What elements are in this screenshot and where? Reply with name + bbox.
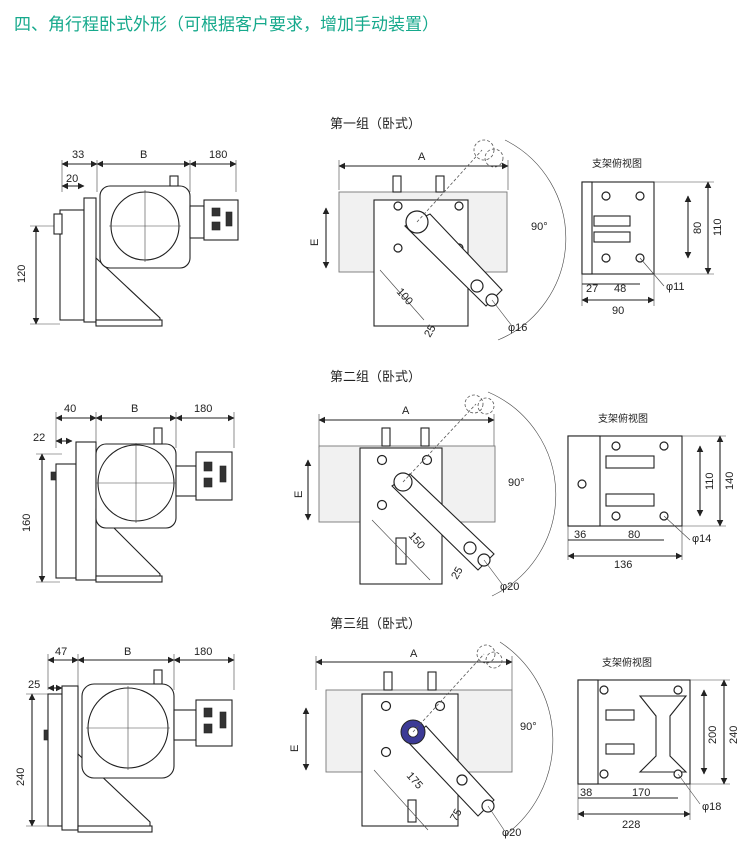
dim-w2: 80 [628, 529, 640, 541]
side-view: 47 B 180 25 240 [15, 646, 235, 833]
dim-end: 25 [422, 323, 439, 340]
dim-b: B [124, 646, 131, 658]
dim-hole: φ14 [692, 533, 711, 545]
dim-top-left: 40 [64, 403, 76, 415]
dim-h-outer: 110 [712, 218, 724, 236]
dim-h-outer: 140 [724, 472, 736, 490]
dim-end: 75 [448, 807, 465, 824]
dim-h-inner: 110 [704, 472, 716, 490]
dim-w1: 38 [580, 787, 592, 799]
dim-a: A [402, 405, 410, 417]
dim-h-outer: 240 [728, 726, 740, 744]
dim-hole: φ18 [702, 801, 721, 813]
dim-inner: 25 [28, 679, 40, 691]
bracket-view: 支架俯视图 80 110 27 48 φ11 90 [581, 157, 724, 317]
dim-hole: φ11 [666, 281, 685, 293]
dim-a: A [410, 648, 418, 660]
dim-height: 120 [16, 265, 28, 283]
dim-pin: φ16 [508, 322, 527, 334]
front-view: A E 90° 150 25 φ20 [293, 391, 557, 597]
dim-w2: 170 [632, 787, 650, 799]
page-title: 四、角行程卧式外形（可根据客户要求，增加手动装置） [14, 15, 439, 35]
dim-a: A [418, 151, 426, 163]
front-view: A E 90° 100 25 φ16 [309, 139, 567, 341]
dim-top-left: 33 [72, 149, 84, 161]
dim-angle: 90° [520, 721, 537, 733]
dim-w-total: 228 [622, 819, 640, 831]
dim-right: 180 [194, 646, 212, 658]
dim-h-inner: 80 [692, 222, 704, 234]
group-2: 第二组（卧式） 40 B 180 22 160 [21, 370, 736, 597]
dim-e: E [293, 491, 305, 498]
dim-height: 160 [21, 514, 33, 532]
dim-inner: 22 [33, 432, 45, 444]
dim-inner: 20 [66, 173, 78, 185]
dim-height: 240 [15, 768, 27, 786]
bracket-title: 支架俯视图 [602, 656, 652, 669]
side-view: 40 B 180 22 160 [21, 403, 235, 583]
bracket-title: 支架俯视图 [598, 412, 648, 425]
dim-angle: 90° [531, 221, 548, 233]
front-view: A E 90° 175 75 φ20 [289, 641, 554, 839]
group-title: 第二组（卧式） [330, 370, 421, 385]
side-view: 33 B 180 20 120 [16, 149, 239, 327]
group-title: 第三组（卧式） [330, 617, 421, 632]
dim-pin: φ20 [502, 827, 521, 839]
dim-w1: 36 [574, 529, 586, 541]
bracket-view: 支架俯视图 200 240 38 170 φ18 228 [577, 656, 740, 831]
dim-right: 180 [194, 403, 212, 415]
group-title: 第一组（卧式） [330, 117, 421, 132]
dim-h-inner: 200 [707, 726, 719, 744]
group-1: 第一组（卧式） 33 B 180 20 120 [16, 117, 724, 341]
bracket-title: 支架俯视图 [592, 157, 642, 170]
dim-w-total: 90 [612, 305, 624, 317]
dim-e: E [289, 745, 301, 752]
dim-angle: 90° [508, 477, 525, 489]
group-3: 第三组（卧式） 47 B 180 25 240 [15, 617, 740, 839]
dim-w1: 27 [586, 283, 598, 295]
dim-top-left: 47 [55, 646, 67, 658]
dim-b: B [140, 149, 147, 161]
dim-right: 180 [209, 149, 227, 161]
dim-w-total: 136 [614, 559, 632, 571]
dim-b: B [131, 403, 138, 415]
dim-w2: 48 [614, 283, 626, 295]
dim-e: E [309, 239, 321, 246]
bracket-view: 支架俯视图 110 140 36 80 φ14 136 [567, 412, 736, 571]
dim-pin: φ20 [500, 581, 519, 593]
dim-end: 25 [449, 565, 466, 582]
